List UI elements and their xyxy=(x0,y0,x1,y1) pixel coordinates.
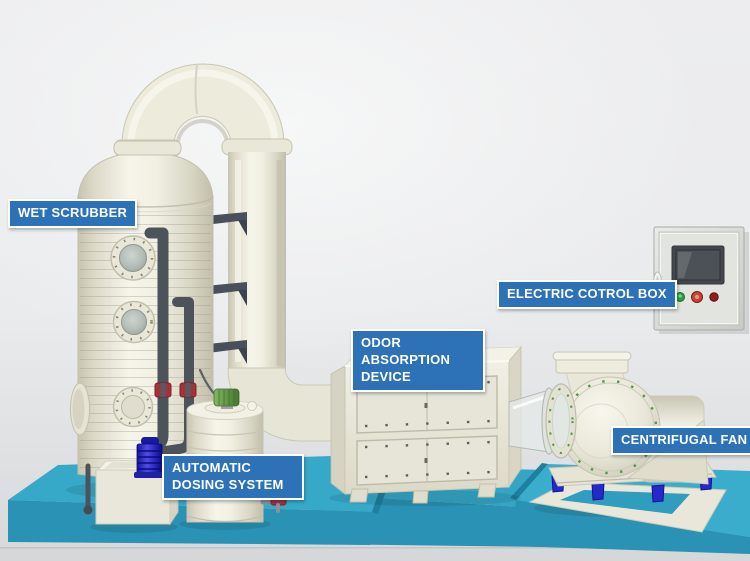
fan-inlet xyxy=(545,383,577,459)
label-wet-scrubber: WET SCRUBBER xyxy=(8,199,138,228)
side-nozzle xyxy=(70,382,90,436)
porthole-middle xyxy=(112,300,156,344)
tower-drain-pipe xyxy=(83,463,93,515)
pipe-valves xyxy=(154,382,197,398)
odor-absorption-box xyxy=(330,345,522,504)
dosing-motor xyxy=(213,388,240,409)
access-panel-lower xyxy=(356,435,498,486)
floor xyxy=(0,547,750,561)
label-electric-control-box: ELECTRIC COTROL BOX xyxy=(497,280,677,309)
porthole-bottom xyxy=(112,386,154,428)
electric-control-box xyxy=(653,226,749,334)
pipe-brackets xyxy=(205,212,247,364)
label-centrifugal-fan: CENTRIFUGAL FAN xyxy=(611,426,750,455)
control-screen xyxy=(671,245,725,285)
label-odor-absorption-device: ODOR ABSORPTION DEVICE xyxy=(351,329,485,392)
label-automatic-dosing-system: AUTOMATIC DOSING SYSTEM xyxy=(162,454,304,500)
indicator-lights xyxy=(675,291,719,303)
box-feet xyxy=(349,483,497,504)
porthole-top xyxy=(110,235,156,281)
dosing-pump xyxy=(134,437,165,478)
